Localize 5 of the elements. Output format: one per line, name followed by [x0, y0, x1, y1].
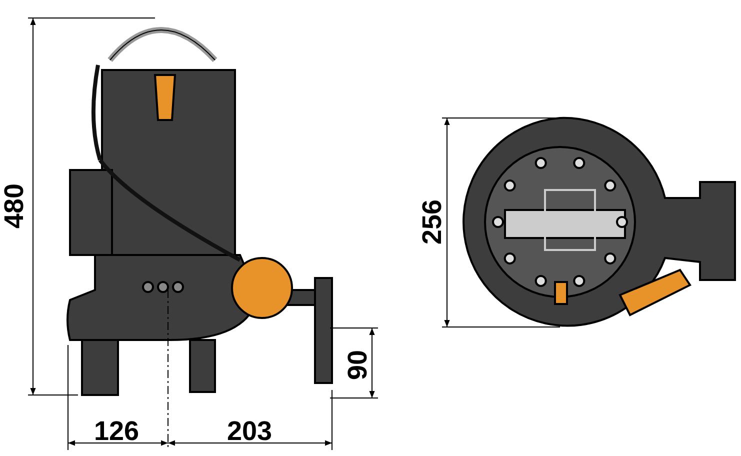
dimension-label: 126 — [94, 418, 140, 445]
dimension-label: 256 — [418, 199, 446, 245]
dimension-label: 203 — [227, 418, 272, 445]
dimension-label: 480 — [0, 183, 28, 229]
dimension-label: 90 — [344, 350, 372, 380]
